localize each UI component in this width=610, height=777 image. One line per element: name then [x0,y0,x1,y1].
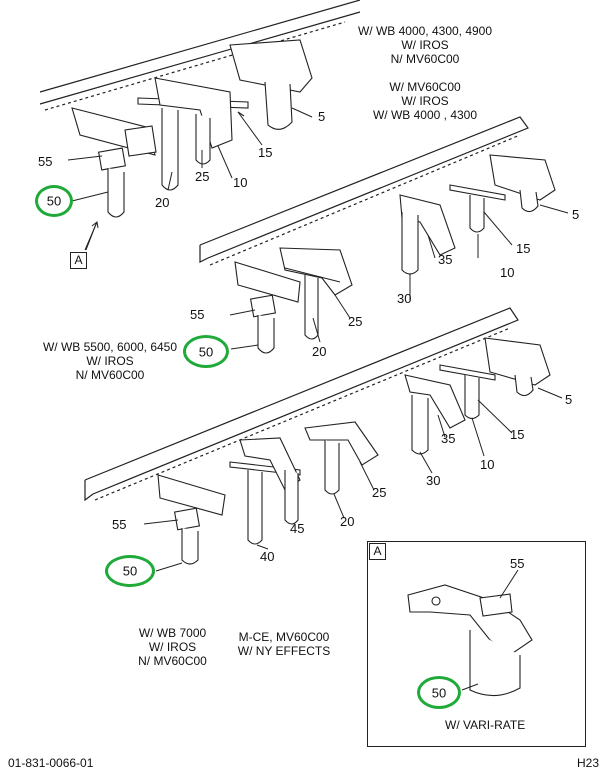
callout-25: 25 [195,169,210,184]
callout-15: 15 [510,427,525,442]
assembly-2 [234,154,556,354]
callout-50: 50 [46,193,62,209]
callout-20: 20 [340,514,355,529]
note-mid-right: W/ MV60C00 W/ IROS W/ WB 4000 , 4300 [355,80,495,122]
note-top-right: W/ WB 4000, 4300, 4900 W/ IROS N/ MV60C0… [330,24,520,66]
callout-10: 10 [500,265,515,280]
note-line: N/ MV60C00 [138,654,207,668]
detail-view-a [367,541,586,747]
leader-lines [67,107,569,691]
callout-5: 5 [565,392,573,407]
callout-55: 55 [190,307,205,322]
callout-50-highlight: 50 [417,676,461,709]
detail-caption: W/ VARI-RATE [445,718,526,732]
callout-5: 5 [318,109,326,124]
note-line: W/ IROS [401,94,449,108]
note-line: W/ WB 5500, 6000, 6450 [42,340,178,354]
callout-5: 5 [572,207,580,222]
callout-20: 20 [312,344,327,359]
callout-50-highlight: 50 [105,555,155,587]
callout-10: 10 [480,457,495,472]
note-line: W/ IROS [148,640,197,654]
callout-50: 50 [122,563,138,579]
assembly-1 [71,39,313,218]
note-line: M-CE, MV60C00 [238,630,330,644]
view-a-arrow [84,221,99,251]
callout-25: 25 [348,314,363,329]
note-mid-left: W/ WB 5500, 6000, 6450 W/ IROS N/ MV60C0… [30,340,190,382]
note-line: W/ WB 4000 , 4300 [372,108,478,122]
callout-30: 30 [397,291,412,306]
callout-45: 45 [290,521,305,536]
note-bottom-mid: M-CE, MV60C00 W/ NY EFFECTS [228,630,340,658]
callout-20: 20 [155,195,170,210]
callout-35: 35 [438,252,453,267]
part-number: 01-831-0066-01 [8,756,94,770]
detail-view-a-label: A [369,543,386,560]
callout-10: 10 [233,175,248,190]
callout-30: 30 [426,473,441,488]
note-line: W/ WB 4000, 4300, 4900 [357,24,493,38]
page-code: H23 [577,756,600,770]
callout-55: 55 [38,154,53,169]
view-a-reference: A [70,252,87,269]
note-line: W/ MV60C00 [389,80,461,94]
frame-rail-1 [39,0,361,111]
note-bottom-left: W/ WB 7000 W/ IROS N/ MV60C00 [125,626,220,668]
callout-55: 55 [510,556,525,571]
callout-25: 25 [372,485,387,500]
frame-rail-2 [199,116,529,266]
callout-50: 50 [431,685,447,700]
callout-35: 35 [441,431,456,446]
callout-50-highlight: 50 [35,185,73,217]
note-line: W/ IROS [401,38,449,52]
callout-50-highlight: 50 [183,335,229,368]
note-line: W/ IROS [86,354,134,368]
note-line: W/ WB 7000 [138,626,207,640]
callout-40: 40 [260,549,275,564]
frame-rail-3 [84,307,519,502]
callout-55: 55 [112,517,127,532]
assembly-3 [157,337,551,565]
callout-15: 15 [258,145,273,160]
note-line: N/ MV60C00 [75,368,145,382]
note-line: N/ MV60C00 [390,52,460,66]
callout-50: 50 [198,344,214,359]
note-line: W/ NY EFFECTS [237,644,331,658]
callout-15: 15 [516,241,531,256]
detail-a-assembly [407,584,533,697]
